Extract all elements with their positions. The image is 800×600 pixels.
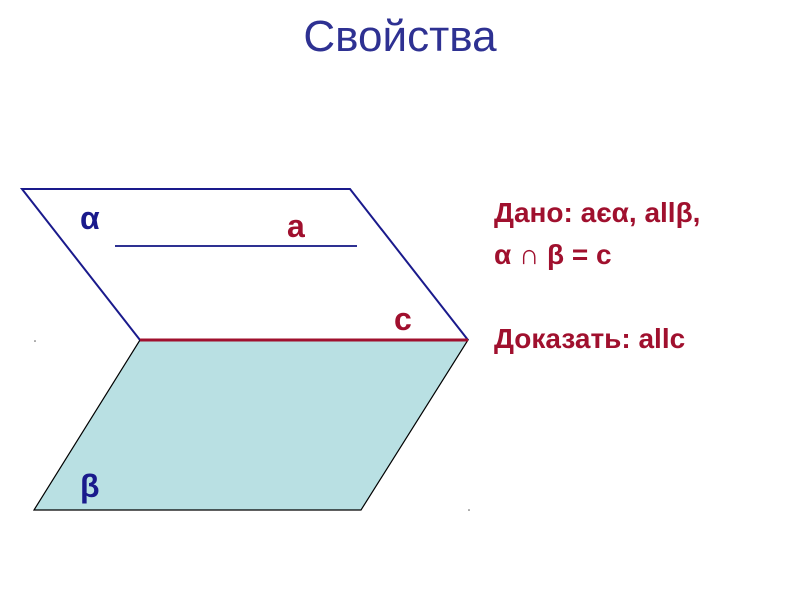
dot-mark <box>34 340 36 342</box>
spacer <box>494 276 700 318</box>
given-line-1: Дано: aєα, allβ, <box>494 197 701 228</box>
problem-statement: Дано: aєα, allβ, α ∩ β = c Доказать: all… <box>494 192 700 360</box>
plane-alpha <box>19 188 469 341</box>
dot-mark <box>468 509 470 511</box>
alpha-label: α <box>80 200 100 236</box>
slide-title: Свойства <box>303 12 497 61</box>
line-c-label: c <box>394 301 412 337</box>
line-a-label: a <box>287 208 305 244</box>
given-line-2: α ∩ β = c <box>494 239 612 270</box>
prove-line: Доказать: allc <box>494 323 686 354</box>
beta-label: β <box>80 468 100 504</box>
